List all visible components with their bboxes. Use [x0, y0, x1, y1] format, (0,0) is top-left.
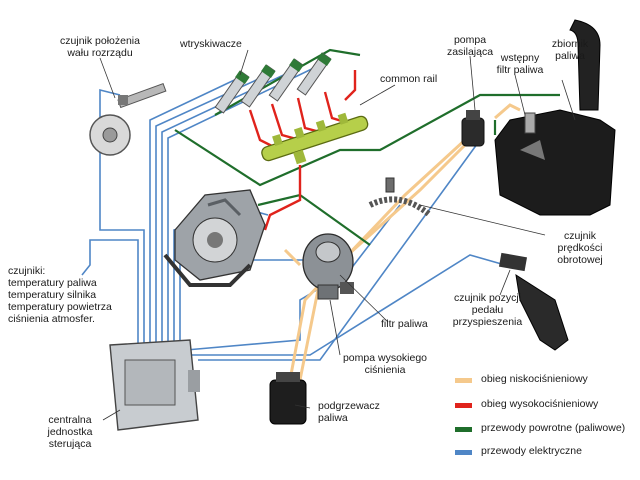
wire-to-injector-4 [167, 65, 319, 345]
label-pedal-sensor: czujnik pozycji pedału przyspieszenia [452, 292, 523, 328]
label-heater: podgrzewacz paliwa [318, 400, 380, 424]
legend-swatch-electric [455, 450, 472, 455]
hp-line-pump-to-rail [263, 165, 302, 231]
low-line-filter-pump [283, 248, 302, 267]
leader-prefilter [514, 74, 526, 116]
label-injectors: wtryskiwacze [180, 38, 242, 50]
injector-1 [214, 70, 250, 114]
return-line-pump [257, 193, 371, 246]
leader-heater [294, 404, 311, 409]
injectors-group [214, 52, 332, 114]
label-prefilter: wstępny filtr paliwa [496, 52, 544, 76]
low-pressure-lines [283, 103, 521, 381]
leader-camshaft [99, 57, 116, 99]
low-line-2 [298, 136, 474, 381]
legend-label-electric: przewody elektryczne [481, 445, 582, 457]
legend-label-high: obieg wysokociśnieniowy [481, 398, 599, 410]
injector-4 [296, 52, 332, 96]
hp-line-3 [296, 97, 321, 134]
label-hp-pump: pompa wysokiego ciśnienia [342, 352, 428, 376]
label-sensors: czujniki: temperatury paliwa temperatury… [8, 265, 112, 325]
leader-injectors [239, 49, 249, 76]
return-line-rail [174, 93, 560, 187]
label-tank: zbiornik paliwa [551, 38, 589, 62]
wire-to-injectors [149, 74, 246, 345]
leader-hp-pump [329, 299, 341, 356]
prefilter-part [524, 112, 536, 134]
leader-rail [359, 84, 396, 106]
legend-swatch-high [455, 403, 472, 408]
speed-sensor-wheel [368, 177, 432, 218]
legend-swatch-low [455, 378, 472, 383]
legend-label-return: przewody powrotne (paliwowe) [481, 422, 626, 434]
label-camshaft-sensor: czujnik położenia wału rozrządu [60, 35, 140, 59]
legend-label-low: obieg niskociśnieniowy [481, 373, 588, 385]
legend-swatch-return [455, 427, 472, 432]
wire-to-pedal [192, 254, 506, 356]
label-common-rail: common rail [380, 73, 438, 85]
common-rail-part [261, 112, 369, 165]
hp-line-overflow [344, 70, 357, 101]
injector-3 [268, 58, 304, 102]
label-ecu: centralna jednostka sterująca [47, 414, 93, 450]
ecu-part [109, 339, 200, 431]
label-supply-pump: pompa zasilająca [446, 34, 494, 58]
wire-to-sensors [81, 239, 139, 345]
leader-pedal [499, 269, 511, 296]
leader-supply-pump [469, 55, 476, 111]
low-line-prefilter [494, 103, 521, 120]
camshaft-hub [102, 127, 118, 143]
leader-tank [561, 79, 576, 121]
hp-pump-part [302, 233, 354, 300]
engine-drive [163, 189, 266, 287]
injector-2 [240, 64, 276, 108]
supply-pump-part [461, 110, 485, 147]
tank-part [494, 19, 616, 216]
wire-to-speed-sensor [185, 204, 401, 351]
leader-lines [99, 49, 576, 421]
camshaft-sensor-body [118, 95, 128, 105]
leader-speed-sensor [419, 204, 546, 236]
heater-part [269, 372, 307, 425]
leader-ecu [102, 409, 121, 421]
leader-fuel-filter [339, 274, 389, 323]
label-fuel-filter: filtr paliwa [381, 318, 428, 330]
pedal-part [498, 252, 569, 351]
camshaft-assembly [89, 82, 167, 156]
label-speed-sensor: czujnik prędkości obrotowej [557, 230, 603, 266]
wire-to-camshaft-sensor [99, 88, 145, 345]
electric-wires [81, 65, 506, 361]
